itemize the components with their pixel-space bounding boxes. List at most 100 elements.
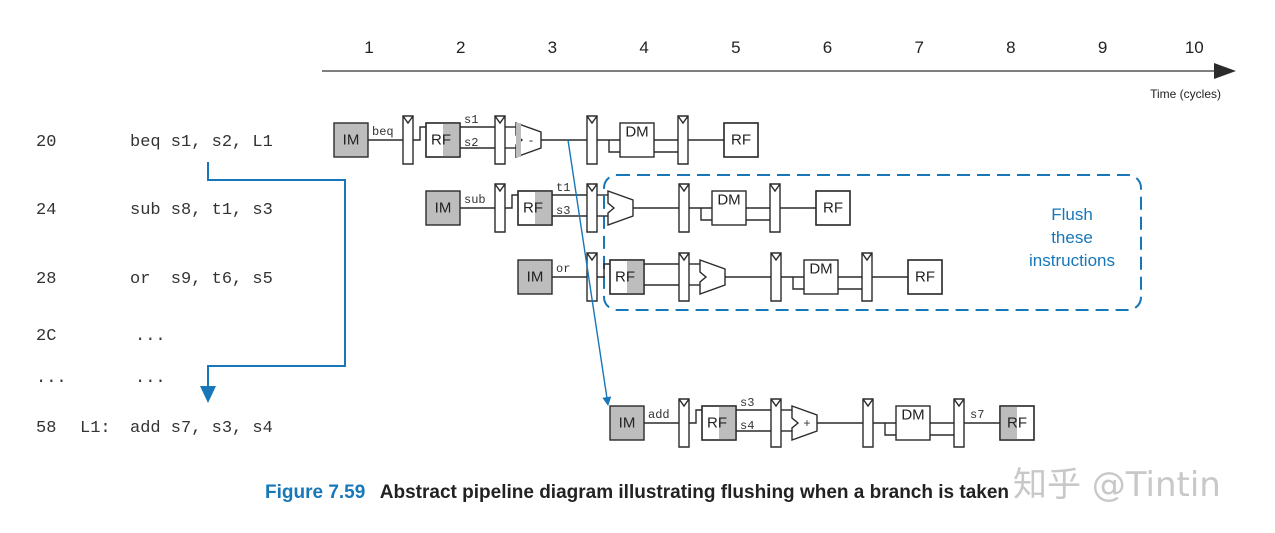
wire	[689, 409, 702, 424]
instruction-text: add s7, s3, s4	[130, 419, 273, 438]
rf-outline	[609, 259, 645, 295]
alu-op-label: +	[803, 417, 810, 431]
caption-text: Abstract pipeline diagram illustrating f…	[380, 482, 1009, 503]
im-label: IM	[619, 415, 636, 432]
rf-outline	[517, 190, 553, 226]
instruction-address: ...	[36, 369, 67, 388]
flush-note-line: instructions	[1029, 251, 1115, 270]
pipeline-register	[678, 183, 690, 233]
wire	[608, 140, 678, 153]
opcode-label: sub	[464, 193, 486, 207]
rf-writeback-label: RF	[823, 200, 843, 217]
wire	[597, 263, 610, 278]
wire	[884, 423, 954, 436]
cycle-label: 10	[1185, 38, 1204, 57]
dm-unit	[711, 190, 747, 226]
dm-label: DM	[809, 261, 832, 278]
rf-writeback-label: RF	[731, 132, 751, 149]
caption-figure-number: Figure 7.59	[265, 482, 365, 503]
source-register-label: t1	[556, 181, 570, 195]
pipeline-register	[770, 252, 782, 302]
dest-register-label: s7	[970, 408, 984, 422]
wire	[505, 194, 518, 209]
pipeline-register	[769, 183, 781, 233]
rf-outline	[701, 405, 737, 441]
pipeline-register	[494, 115, 506, 165]
rf-writeback-outline	[723, 122, 759, 158]
instruction-address: 2C	[36, 327, 56, 346]
rf-writeback-outline	[907, 259, 943, 295]
source-register-label: s2	[464, 136, 478, 150]
pipeline-register	[586, 115, 598, 165]
pipeline-register	[953, 398, 965, 448]
flush-note-line: Flush	[1051, 205, 1093, 224]
cycle-label: 8	[1006, 38, 1015, 57]
rf-outline	[425, 122, 461, 158]
pipeline-register	[677, 115, 689, 165]
wire	[700, 208, 770, 221]
pipeline-register	[586, 252, 598, 302]
cycle-label: 7	[914, 38, 923, 57]
opcode-label: or	[556, 262, 570, 276]
time-axis-label: Time (cycles)	[1150, 87, 1221, 101]
dm-unit	[619, 122, 655, 158]
instruction-address: 28	[36, 270, 56, 289]
dm-unit	[803, 259, 839, 295]
dm-label: DM	[717, 192, 740, 209]
alu-op-label: -	[527, 134, 534, 148]
figure-caption: Figure 7.59 Abstract pipeline diagram il…	[265, 482, 1009, 503]
source-register-label: s3	[556, 204, 570, 218]
rf-writeback-outline	[815, 190, 851, 226]
branch-target-arrowhead	[200, 386, 216, 403]
alu-unit	[607, 190, 634, 226]
rf-read-half	[627, 260, 644, 294]
im-label: IM	[527, 269, 544, 286]
rf-writeback-label: RF	[1007, 415, 1027, 432]
alu-shade	[516, 123, 521, 157]
branch-resolve-arrow	[567, 139, 612, 406]
dm-label: DM	[901, 407, 924, 424]
pipeline-register	[678, 252, 690, 302]
im-label: IM	[343, 132, 360, 149]
cycle-label: 3	[548, 38, 557, 57]
source-register-label: s4	[740, 419, 754, 433]
instruction-text: beq s1, s2, L1	[130, 133, 273, 152]
rf-label: RF	[707, 415, 727, 432]
cycle-label: 4	[639, 38, 648, 57]
cycle-label: 1	[364, 38, 373, 57]
source-register-label: s3	[740, 396, 754, 410]
instruction-label: L1:	[80, 419, 111, 438]
opcode-label: add	[648, 408, 670, 422]
rf-write-half	[1000, 406, 1017, 440]
rf-label: RF	[615, 269, 635, 286]
instruction-text: or s9, t6, s5	[130, 270, 273, 289]
instruction-text: sub s8, t1, s3	[130, 201, 273, 220]
instruction-text: ...	[135, 327, 166, 346]
rf-label: RF	[431, 132, 451, 149]
instruction-address: 58	[36, 419, 56, 438]
pipeline-register	[494, 183, 506, 233]
instruction-address: 20	[36, 133, 56, 152]
instruction-list: 20 beq s1, s2, L1 24 sub s8, t1, s3 28 o…	[36, 133, 273, 438]
dm-unit	[895, 405, 931, 441]
alu-unit	[699, 259, 726, 295]
pipeline-register	[770, 398, 782, 448]
rf-read-half	[719, 406, 736, 440]
im-label: IM	[435, 200, 452, 217]
rf-writeback-label: RF	[915, 269, 935, 286]
pipeline-register	[678, 398, 690, 448]
watermark: 知乎 @Tintin	[1013, 465, 1221, 505]
im-unit	[425, 190, 461, 226]
rf-writeback-outline	[999, 405, 1035, 441]
time-axis-arrowhead	[1214, 63, 1236, 79]
wire	[792, 277, 862, 290]
cycle-label: 9	[1098, 38, 1107, 57]
